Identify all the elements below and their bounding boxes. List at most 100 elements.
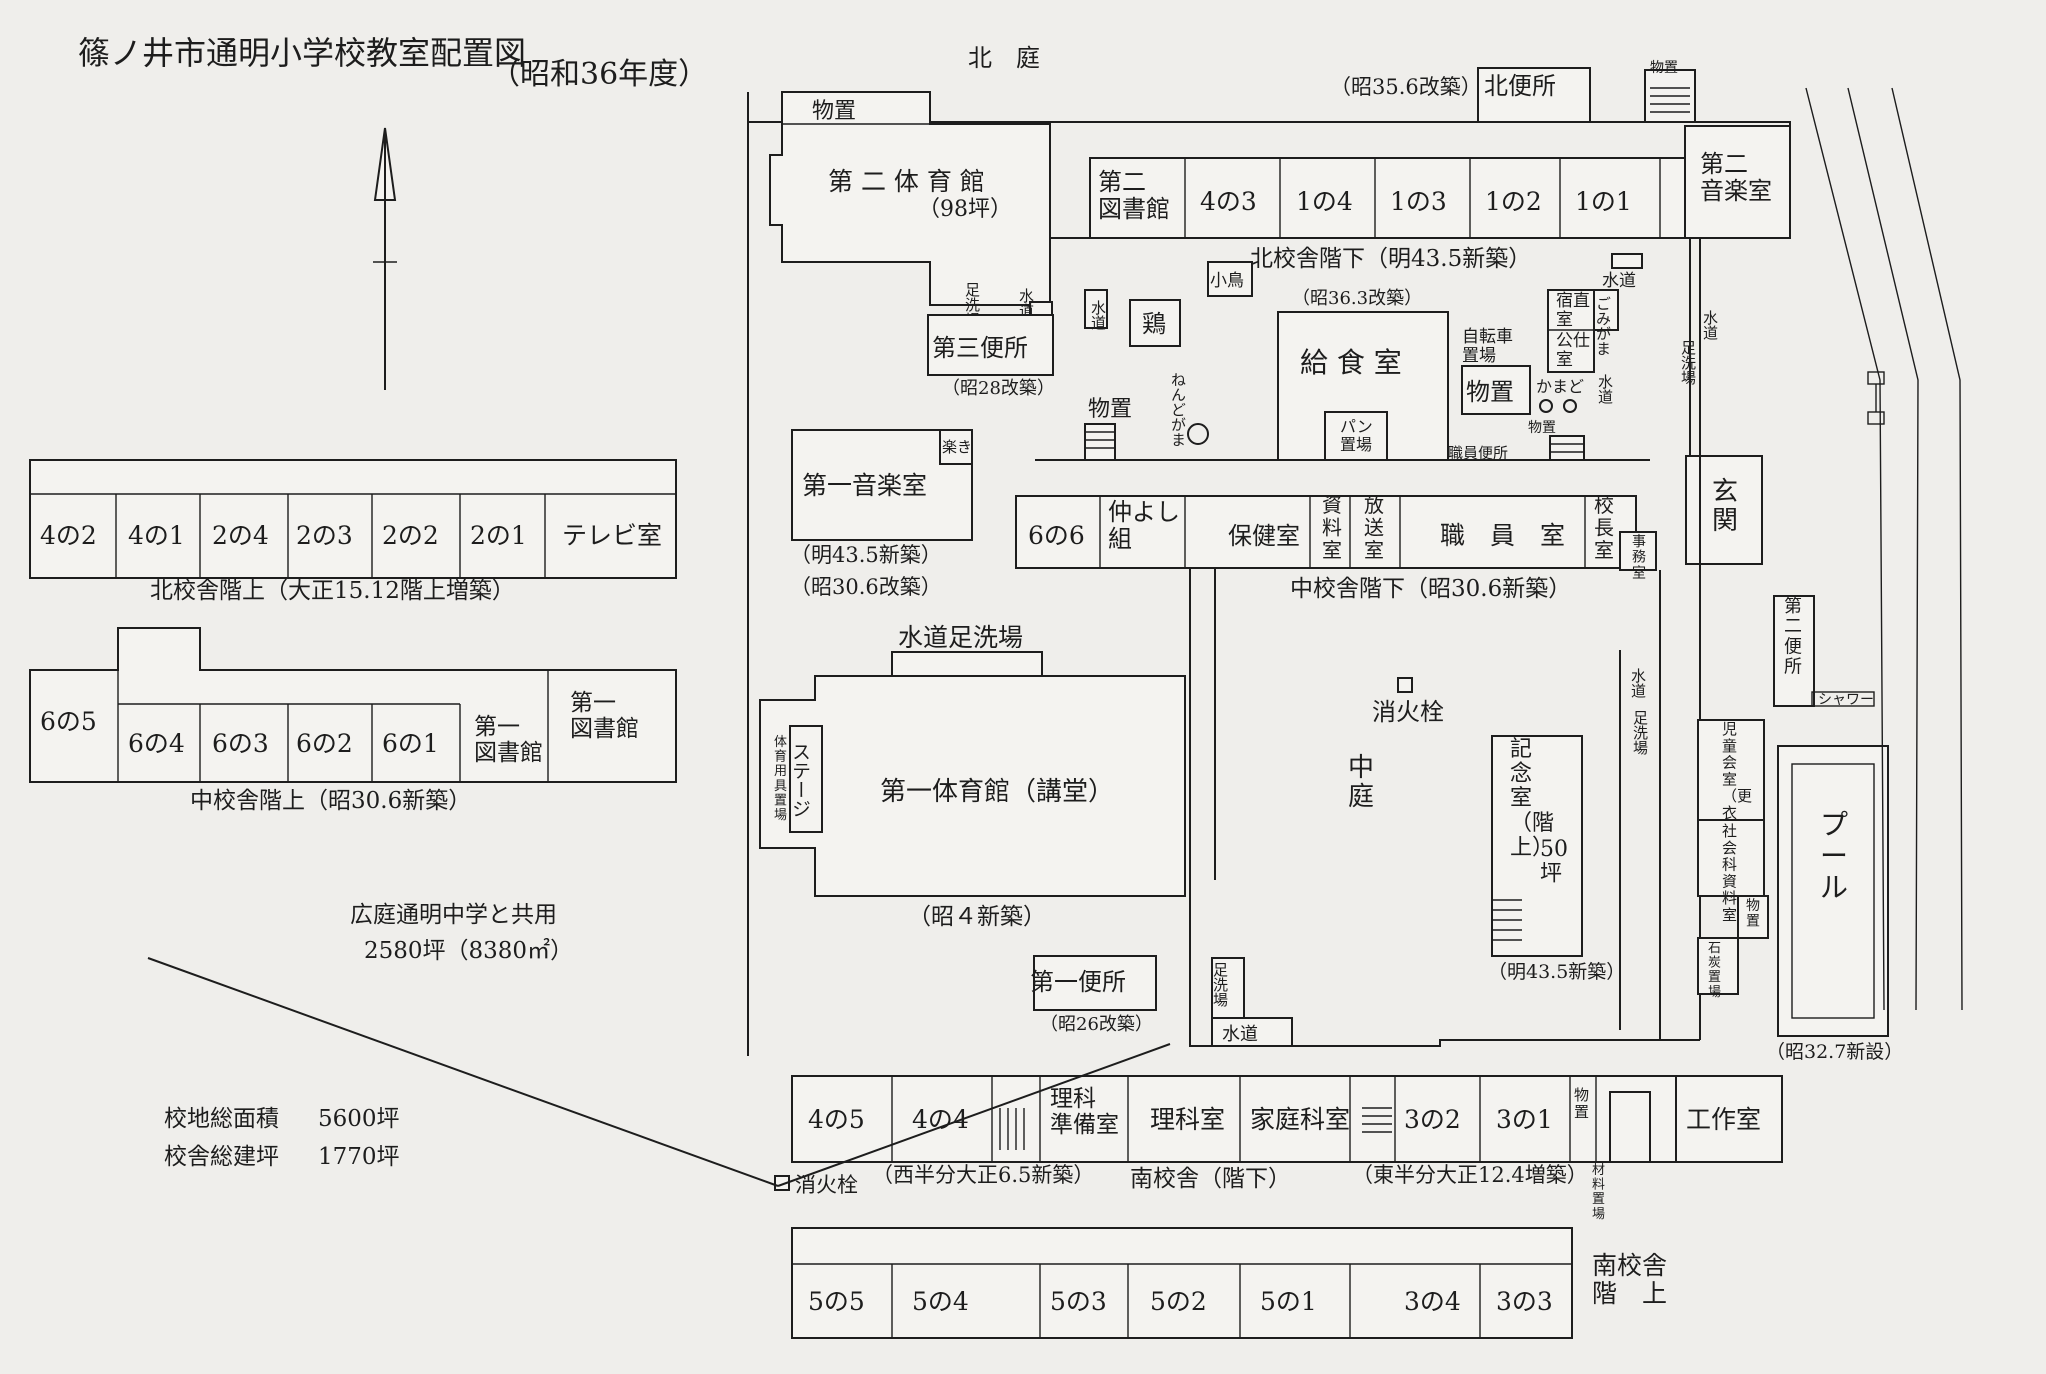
plan-title: 篠ノ井市通明小学校教室配置図 [78, 34, 526, 72]
water-footwash-east: 足洗場 [1679, 340, 1697, 385]
water-east-label: 水道 [1701, 310, 1719, 340]
room-5-1: 5の1 [1260, 1287, 1317, 1316]
north-lower-label: 北校舎階下（明43.5新築） [1250, 246, 1531, 272]
svg-text:水道: 水道 [1602, 271, 1636, 291]
memorial-label: 記念室（階上） [1510, 737, 1554, 860]
site-area-label: 校地総面積 [164, 1106, 279, 1132]
south-label-east: （東半分大正12.4増築） [1352, 1163, 1588, 1187]
svg-text:鶏: 鶏 [1142, 310, 1166, 338]
toilet1-label: 第一便所 [1030, 968, 1126, 996]
building-area-label: 校舎総建坪 [164, 1144, 279, 1170]
kamado-label: かまど [1536, 377, 1584, 396]
mid-upper-row: 6の5 6の4 6の3 6の2 6の1 第一図書館 第一図書館 [40, 670, 639, 782]
svg-text:公仕室: 公仕室 [1556, 331, 1590, 370]
svg-text:楽き: 楽き [942, 438, 972, 456]
pool-note: （昭32.7新設） [1766, 1041, 1903, 1063]
room-5-3: 5の3 [1050, 1287, 1107, 1316]
svg-text:水道: 水道 [1017, 288, 1035, 318]
svg-text:物置: 物置 [1528, 420, 1556, 436]
kiln-icon [1187, 423, 1209, 445]
toilet3-label: 第三便所 [932, 334, 1028, 362]
svg-text:物置: 物置 [1466, 378, 1514, 406]
small-bird: 小鳥 [1207, 261, 1253, 297]
kamado-icon-1 [1539, 399, 1553, 413]
gym1-label: 第一体育館（講堂） [880, 777, 1114, 807]
room-4-2: 4の2 [40, 521, 97, 550]
room-3-4: 3の4 [1404, 1287, 1461, 1316]
staff-room-label: 職 員 室 [1440, 521, 1565, 550]
memorial-note: （明43.5新築） [1488, 961, 1625, 983]
room-3-3: 3の3 [1496, 1287, 1553, 1316]
room-2-4: 2の4 [212, 521, 269, 550]
bicycle-label: 自転車置場 [1462, 327, 1513, 366]
room-2-1: 2の1 [470, 521, 527, 550]
health-label: 保健室 [1228, 522, 1300, 550]
shower-label: シャワー [1818, 692, 1874, 708]
svg-text:足洗場: 足洗場 [1211, 962, 1229, 1007]
room-3-1: 3の1 [1496, 1105, 1553, 1134]
gym-storage-label: 体育用具置場 [774, 735, 787, 823]
north-arrow-icon [373, 127, 397, 390]
mid-lower-row: 6の6 仲よし組 保健室 資料室 放送室 職 員 室 校長室 [1028, 493, 1614, 568]
svg-text:物置: 物置 [1088, 397, 1132, 422]
entrance-label: 玄関 [1712, 477, 1738, 536]
room-5-5: 5の5 [808, 1287, 865, 1316]
south-upper-label: 南校舎階 上 [1592, 1251, 1667, 1308]
room-4-5: 4の5 [808, 1105, 865, 1134]
music1-note2: （昭30.6改築） [790, 575, 942, 599]
science-label: 理科室 [1150, 1105, 1225, 1134]
svg-text:物置: 物置 [1650, 60, 1678, 76]
svg-text:物置: 物置 [1746, 898, 1760, 930]
room-1-1: 1の1 [1575, 187, 1632, 216]
south-lower-row: 4の5 4の4 理科準備室 理科室 家庭科室 3の2 3の1 物置 [808, 1076, 1597, 1162]
room-1-3: 1の3 [1390, 187, 1447, 216]
svg-text:水道: 水道 [1596, 374, 1614, 404]
kitchen: 給 食 室 パン置場 [1277, 311, 1449, 461]
gym1: 体育用具置場 ステージ 第一体育館（講堂） [759, 675, 1186, 897]
children-room: 児童会室（更衣室） [1697, 719, 1765, 839]
toilet3-note: （昭28改築） [942, 378, 1055, 399]
tv-room: テレビ室 [562, 521, 662, 550]
material-storage: 材料置場 [1592, 1091, 1651, 1222]
svg-text:水道: 水道 [1222, 1024, 1258, 1045]
room-6-5: 6の5 [40, 707, 97, 736]
storage-ne: 物置 [1644, 60, 1696, 123]
nakayoshi-label: 仲よし組 [1108, 498, 1180, 553]
svg-text:材料置場: 材料置場 [1592, 1163, 1605, 1222]
hydrant-icon [1397, 677, 1413, 693]
room-4-3: 4の3 [1200, 187, 1257, 216]
svg-text:石炭置場: 石炭置場 [1708, 941, 1721, 1000]
north-toilet-note: （昭35.6改築） [1330, 75, 1482, 99]
svg-text:宿直室: 宿直室 [1556, 291, 1590, 330]
room-3-2: 3の2 [1404, 1105, 1461, 1134]
storage-west: 物置 [1084, 397, 1132, 461]
principal-label: 校長室 [1594, 493, 1614, 562]
water-footwash-label: 水道足洗場 [898, 623, 1023, 652]
bread-label: パン置場 [1340, 417, 1373, 454]
storage-pool: 物置 [1737, 895, 1769, 939]
room-6-4: 6の4 [128, 729, 185, 758]
room-1-4: 1の4 [1296, 187, 1353, 216]
room-6-2: 6の2 [296, 729, 353, 758]
room-6-6: 6の6 [1028, 521, 1085, 550]
craft-room: 工作室 [1675, 1075, 1783, 1163]
social-room-label: 社会科資料室 [1722, 822, 1737, 924]
toilet2: 第二便所 [1773, 595, 1815, 707]
mid-lower-label: 中校舎階下（昭30.6新築） [1290, 576, 1571, 602]
music1-note1: （明43.5新築） [790, 543, 942, 567]
home-ec-label: 家庭科室 [1250, 1105, 1350, 1134]
shared-note: 広庭通明中学と共用 [350, 902, 557, 928]
mid-upper-label: 中校舎階上（昭30.6新築） [190, 788, 471, 814]
north-upper-label: 北校舎階上（大正15.12階上増築） [150, 578, 515, 604]
room-2-3: 2の3 [296, 521, 353, 550]
storage-nw-label: 物置 [812, 99, 856, 124]
svg-text:小鳥: 小鳥 [1210, 271, 1244, 291]
office: 事務室 [1619, 531, 1657, 581]
kiln-label: ねんどがま [1169, 372, 1187, 447]
gym1-note: （昭４新築） [908, 904, 1046, 930]
north-toilet: 北便所 [1477, 67, 1591, 123]
kitchen-label: 給 食 室 [1300, 346, 1402, 379]
room-4-1: 4の1 [128, 521, 185, 550]
